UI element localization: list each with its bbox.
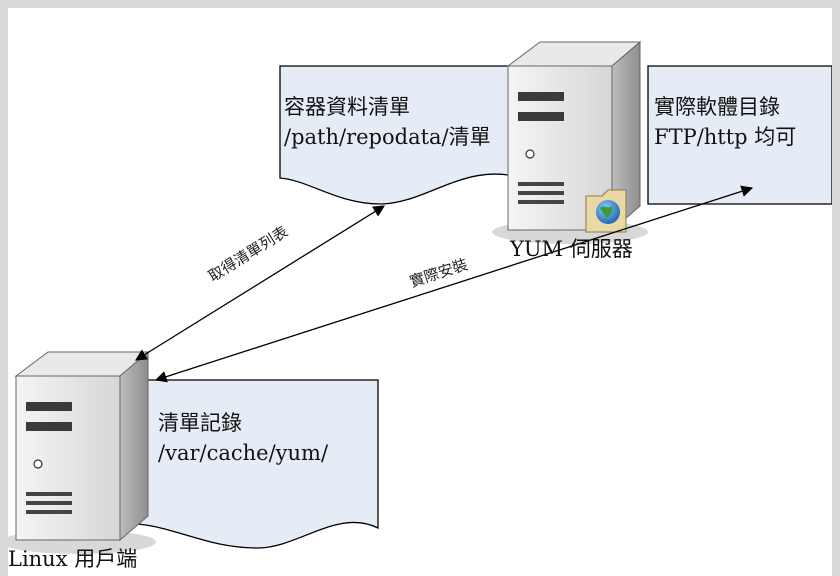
software-doc-line2: FTP/http 均可 — [654, 125, 797, 149]
software-doc-line1: 實際軟體目錄 — [654, 95, 780, 119]
repo-doc-line1: 容器資料清單 — [284, 95, 410, 119]
yum-server-label: YUM 伺服器 — [510, 237, 633, 261]
client-document-icon — [137, 379, 379, 549]
get-list-arrow — [135, 205, 385, 361]
client-doc-line1: 清單記錄 — [158, 411, 242, 435]
diagram-canvas: 容器資料清單 /path/repodata/清單 實際軟體目錄 FTP/http… — [8, 8, 832, 576]
diagram-graphics — [8, 40, 832, 554]
software-document-icon — [647, 65, 832, 205]
folder-globe-icon — [585, 189, 627, 233]
client-label: Linux 用戶端 — [8, 547, 138, 571]
repo-doc-line2: /path/repodata/清單 — [284, 125, 491, 149]
client-doc-line2: /var/cache/yum/ — [158, 441, 329, 465]
install-arrow — [154, 185, 754, 383]
client-server-icon — [8, 350, 156, 554]
